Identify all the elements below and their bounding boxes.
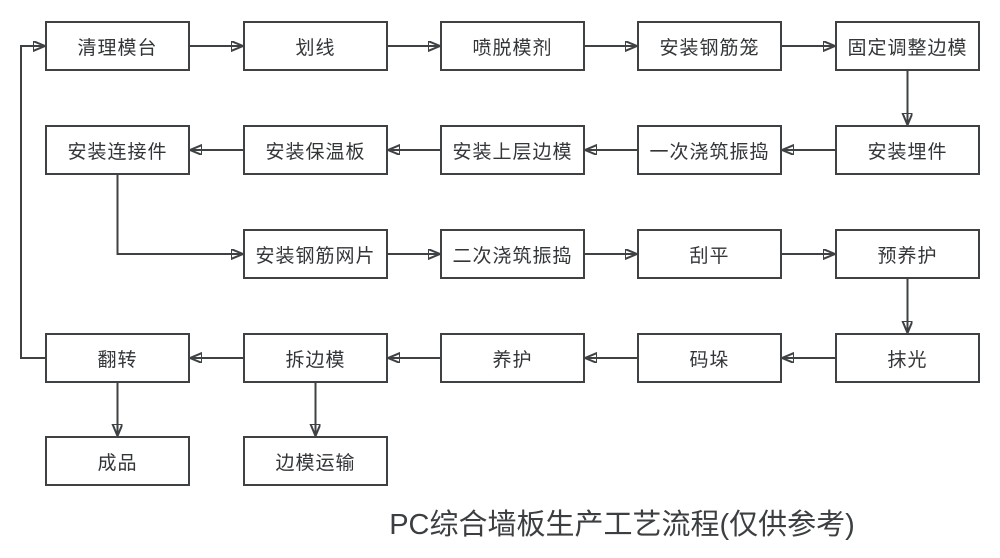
node-curing: 养护	[440, 333, 585, 383]
node-second-pour-vibrate: 二次浇筑振捣	[440, 229, 585, 279]
node-install-rebar-cage: 安装钢筋笼	[637, 21, 782, 71]
node-side-form-transport: 边模运输	[243, 436, 388, 486]
node-first-pour-vibrate: 一次浇筑振捣	[637, 125, 782, 175]
node-install-rebar-mesh: 安装钢筋网片	[243, 229, 388, 279]
node-install-embedded-parts: 安装埋件	[835, 125, 980, 175]
diagram-title: PC综合墙板生产工艺流程(仅供参考)	[389, 509, 855, 541]
node-install-upper-side-forms: 安装上层边模	[440, 125, 585, 175]
node-spray-release-agent: 喷脱模剂	[440, 21, 585, 71]
node-clean-mold-platform: 清理模台	[45, 21, 190, 71]
edge-flip-to-clean-mold-platform	[20, 46, 45, 359]
node-flip: 翻转	[45, 333, 190, 383]
node-screed: 刮平	[637, 229, 782, 279]
edge-install-connectors-to-install-rebar-mesh	[116, 175, 244, 254]
node-trowel: 抹光	[835, 333, 980, 383]
node-fix-adjust-side-forms: 固定调整边模	[835, 21, 980, 71]
node-finished-product: 成品	[45, 436, 190, 486]
node-remove-side-forms: 拆边模	[243, 333, 388, 383]
node-marking: 划线	[243, 21, 388, 71]
node-install-connectors: 安装连接件	[45, 125, 190, 175]
node-stack: 码垛	[637, 333, 782, 383]
node-pre-curing: 预养护	[835, 229, 980, 279]
node-install-insulation-board: 安装保温板	[243, 125, 388, 175]
